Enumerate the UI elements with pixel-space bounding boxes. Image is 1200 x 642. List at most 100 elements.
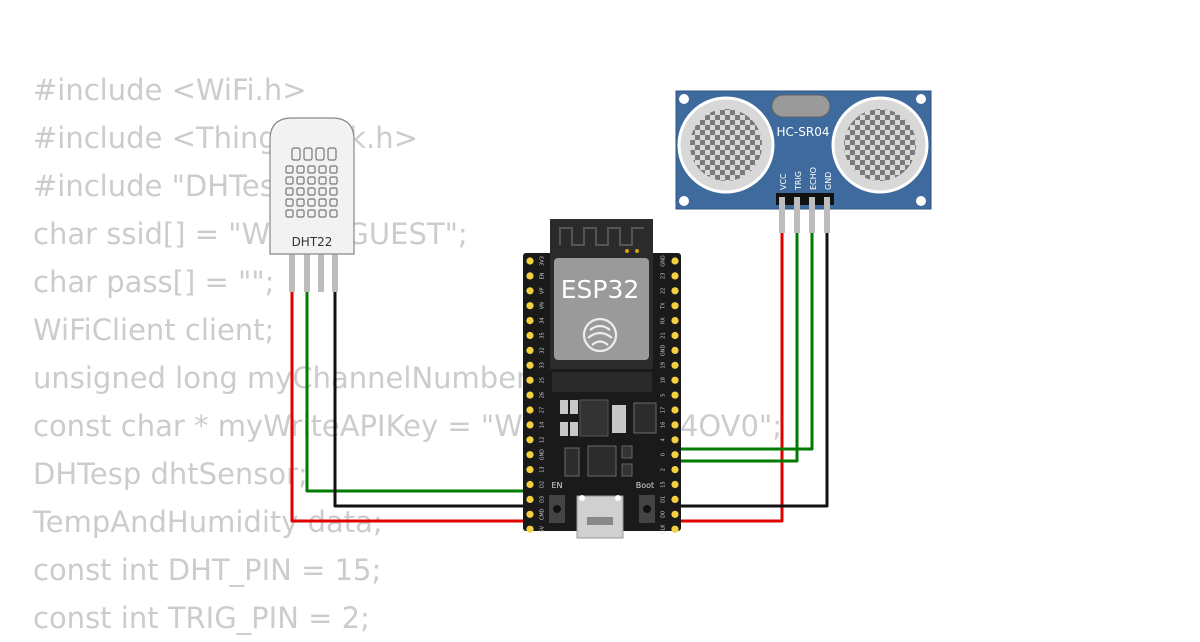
dht22-vent-hole xyxy=(296,209,305,218)
esp32-pin[interactable] xyxy=(526,331,534,340)
dht22-vent-hole xyxy=(329,198,338,207)
dht22-vent-hole xyxy=(307,165,316,174)
esp32-pin-label: 25 xyxy=(540,377,546,383)
esp32-pin-label: VP xyxy=(540,288,546,294)
esp32-pin-label: D3 xyxy=(540,496,546,503)
esp32-pin-label: 15 xyxy=(661,481,667,487)
esp32-pin[interactable] xyxy=(671,317,679,325)
esp32-pin-label: GND xyxy=(661,255,667,267)
esp32-pin-label: 33 xyxy=(540,362,546,368)
esp32-pin[interactable] xyxy=(526,302,534,310)
esp32-pin[interactable] xyxy=(526,257,534,265)
en-button-label: EN xyxy=(551,481,562,490)
dht22-vent-hole xyxy=(296,165,305,174)
hcsr04-pin-label: GND xyxy=(824,172,833,190)
esp32-pin[interactable] xyxy=(526,287,534,295)
esp32-pin[interactable] xyxy=(526,466,534,474)
esp32-pin-label: 16 xyxy=(661,422,667,428)
esp32-pin[interactable] xyxy=(526,480,534,489)
hcsr04-label: HC-SR04 xyxy=(777,125,830,139)
esp32-pin[interactable] xyxy=(671,495,679,503)
esp32-pin-label: 14 xyxy=(540,422,546,428)
esp32-pin[interactable] xyxy=(526,495,534,503)
esp32-pin-label: 17 xyxy=(661,407,667,413)
dht22-vent-hole xyxy=(329,187,338,196)
code-line: TempAndHumidity data; xyxy=(33,505,383,539)
esp32-pin-label: VN xyxy=(540,302,546,309)
wire-hc-echo[interactable] xyxy=(675,232,814,451)
esp32-pin-label: D2 xyxy=(540,481,546,488)
esp32-label: ESP32 xyxy=(561,275,640,304)
wire-dht-vcc[interactable] xyxy=(290,290,529,523)
esp32-pin-label: 27 xyxy=(540,407,546,413)
dht22-vent-hole xyxy=(318,187,327,196)
esp32-pin[interactable] xyxy=(526,272,534,280)
esp32-pin[interactable] xyxy=(671,406,679,414)
esp32-pin-label: 18 xyxy=(661,377,667,383)
esp32-pin[interactable] xyxy=(671,391,679,399)
dht22-vent-hole xyxy=(329,176,338,185)
esp32-pin[interactable] xyxy=(671,480,679,489)
wire-hc-gnd[interactable] xyxy=(675,232,829,508)
esp32-pin-label: 34 xyxy=(540,317,546,323)
esp32-pin[interactable] xyxy=(671,451,679,459)
dht22-vent-hole xyxy=(285,209,294,218)
esp32-pins: 3V3ENVPVN343532332526271412GND13D2D3CMD5… xyxy=(526,255,679,534)
esp32-pin[interactable] xyxy=(526,436,534,444)
wire-hc-vcc[interactable] xyxy=(675,232,784,523)
esp32-pin-label: 2 xyxy=(661,468,667,471)
esp32-pin[interactable] xyxy=(671,361,679,369)
esp32-pin[interactable] xyxy=(671,421,679,429)
code-line: const int TRIG_PIN = 2; xyxy=(33,601,370,635)
esp32-pin[interactable] xyxy=(671,257,679,265)
wire-hc-trig[interactable] xyxy=(675,232,799,463)
esp32-pin[interactable] xyxy=(526,317,534,325)
esp32-pin[interactable] xyxy=(526,376,534,384)
dht22-sensor[interactable]: DHT22 xyxy=(269,117,355,292)
code-line: char pass[] = ""; xyxy=(33,265,275,299)
dht22-vent-hole xyxy=(318,198,327,207)
esp32-pin[interactable] xyxy=(671,346,679,354)
esp32-pin-label: CLK xyxy=(661,524,667,534)
esp32-pin[interactable] xyxy=(526,391,534,399)
esp32-pin-label: 12 xyxy=(540,437,546,443)
dht22-label: DHT22 xyxy=(292,235,333,249)
esp32-pin[interactable] xyxy=(671,376,679,384)
dht22-vent-hole xyxy=(296,187,305,196)
esp32-pin[interactable] xyxy=(671,287,679,295)
esp32-pin-label: D0 xyxy=(661,511,667,518)
esp32-pin-label: 5 xyxy=(661,394,667,397)
esp32-pin[interactable] xyxy=(526,361,534,369)
esp32-pin-label: 32 xyxy=(540,347,546,353)
esp32-pin[interactable] xyxy=(526,346,534,354)
esp32-pin[interactable] xyxy=(526,525,534,533)
esp32-pin[interactable] xyxy=(526,451,534,459)
esp32-pin[interactable] xyxy=(671,466,679,474)
hcsr04-sensor[interactable]: HC-SR04 VCC TRIG ECHO GND xyxy=(675,90,932,233)
esp32-pin[interactable] xyxy=(671,525,679,533)
dht22-vent-hole xyxy=(296,176,305,185)
esp32-pin[interactable] xyxy=(671,510,679,518)
esp32-pin-label: 35 xyxy=(540,332,546,338)
dht22-vent-hole xyxy=(307,209,316,218)
wire-dht-gnd[interactable] xyxy=(333,290,529,508)
esp32-pin-label: TX xyxy=(661,302,667,310)
esp32-pin-label: 23 xyxy=(661,273,667,279)
espressif-logo-icon xyxy=(582,317,618,353)
esp32-pin[interactable] xyxy=(671,302,679,310)
esp32-pin-label: 13 xyxy=(540,466,546,472)
esp32-pin[interactable] xyxy=(526,406,534,414)
code-line: WiFiClient client; xyxy=(33,313,275,347)
esp32-pin[interactable] xyxy=(526,421,534,429)
esp32-pin[interactable] xyxy=(671,272,679,280)
dht22-vent-hole xyxy=(307,198,316,207)
esp32-pin[interactable] xyxy=(526,510,534,518)
dht22-vent-hole xyxy=(285,176,294,185)
esp32-pin[interactable] xyxy=(671,436,679,444)
code-line: const int DHT_PIN = 15; xyxy=(33,553,382,587)
esp32-pin-label: 0 xyxy=(661,453,667,456)
dht22-vent-hole xyxy=(329,165,338,174)
esp32-pin[interactable] xyxy=(671,331,679,340)
